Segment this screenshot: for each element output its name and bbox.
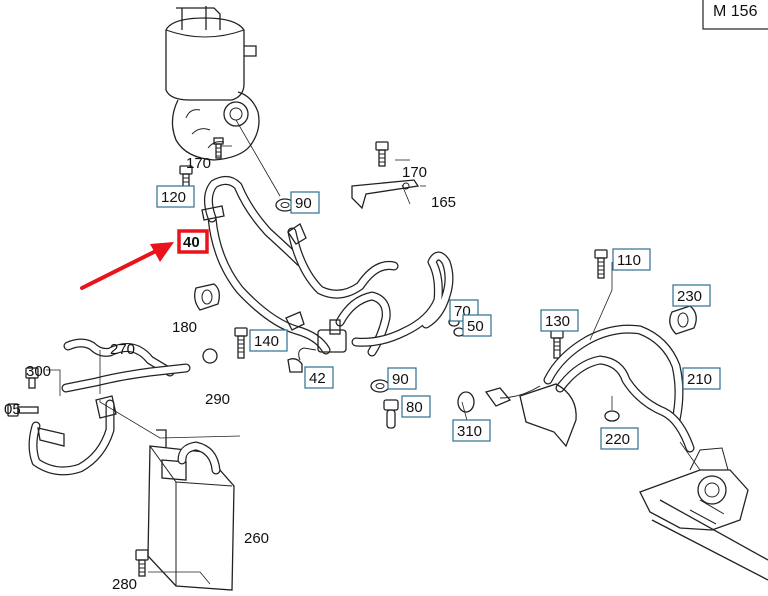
callout-label: 180 bbox=[172, 319, 197, 336]
callout-label: 130 bbox=[545, 313, 570, 330]
hose-210 bbox=[543, 324, 695, 453]
callout-label: 170 bbox=[186, 155, 211, 172]
callout-170: 170 bbox=[402, 164, 427, 181]
callout-label: 05 bbox=[4, 401, 21, 418]
callout-label: 210 bbox=[687, 371, 712, 388]
callout-box bbox=[672, 284, 711, 307]
callout-80: 80 bbox=[401, 395, 431, 418]
callout-label: 220 bbox=[605, 431, 630, 448]
bolt-80 bbox=[383, 399, 399, 429]
callout-box bbox=[452, 419, 491, 442]
pointer-arrow bbox=[80, 242, 174, 290]
oil-cooler-260 bbox=[147, 429, 235, 591]
callout-box bbox=[387, 367, 417, 390]
bolt-110 bbox=[594, 249, 608, 279]
callout-label: 40 bbox=[183, 234, 200, 251]
callout-label: 110 bbox=[617, 252, 641, 269]
callout-label: 80 bbox=[406, 399, 423, 416]
callout-110: 110 bbox=[612, 248, 651, 271]
callout-140: 140 bbox=[249, 329, 288, 352]
bolt-170a bbox=[213, 137, 224, 159]
callout-box bbox=[401, 395, 431, 418]
damper-180 bbox=[194, 283, 220, 311]
callout-270: 270 bbox=[110, 341, 135, 358]
callout-290: 290 bbox=[205, 391, 230, 408]
callout-label: 42 bbox=[309, 370, 326, 387]
callout-label: 260 bbox=[244, 530, 269, 547]
hose-cooler-line bbox=[351, 251, 454, 347]
bracket-310 bbox=[484, 383, 577, 448]
callout-box bbox=[304, 366, 334, 389]
clamp-310 bbox=[457, 391, 475, 413]
callout-40: 40 bbox=[177, 229, 209, 254]
callout-05: 05 bbox=[4, 401, 21, 418]
callout-50: 50 bbox=[462, 314, 492, 337]
diagram-id-box: M 156 bbox=[702, 0, 768, 30]
callout-box bbox=[600, 427, 639, 450]
fitting-cluster bbox=[201, 205, 347, 361]
callout-label: 230 bbox=[677, 288, 702, 305]
callout-label: 165 bbox=[431, 194, 456, 211]
callout-180: 180 bbox=[172, 319, 197, 336]
bolt-300 bbox=[25, 367, 39, 389]
callout-42: 42 bbox=[304, 366, 334, 389]
callout-220: 220 bbox=[600, 427, 639, 450]
bolt-05 bbox=[7, 403, 39, 417]
callout-label: 90 bbox=[392, 371, 409, 388]
callout-label: 170 bbox=[402, 164, 427, 181]
reservoir-pump bbox=[165, 6, 260, 161]
bracket-165 bbox=[351, 179, 420, 210]
callout-170: 170 bbox=[186, 155, 211, 172]
callout-300: 300 bbox=[26, 363, 51, 380]
callout-label: 300 bbox=[26, 363, 51, 380]
steering-gear bbox=[639, 447, 768, 581]
diagram-id: M 156 bbox=[713, 3, 758, 20]
callout-box bbox=[156, 185, 195, 208]
callout-box bbox=[612, 248, 651, 271]
washer-90b bbox=[370, 379, 390, 393]
callout-label: 140 bbox=[254, 333, 279, 350]
callout-box bbox=[249, 329, 288, 352]
leader-lines bbox=[46, 119, 701, 585]
bolt-170b bbox=[375, 141, 389, 167]
callout-box bbox=[177, 229, 209, 254]
callout-box bbox=[462, 314, 492, 337]
bolt-140 bbox=[234, 327, 248, 359]
callout-label: 290 bbox=[205, 391, 230, 408]
callout-280: 280 bbox=[112, 576, 137, 593]
callout-box bbox=[540, 309, 579, 332]
callout-120: 120 bbox=[156, 185, 195, 208]
bolt-280 bbox=[135, 549, 149, 577]
hose-pressure bbox=[287, 227, 399, 357]
callout-label: 280 bbox=[112, 576, 137, 593]
callout-165: 165 bbox=[431, 194, 456, 211]
callout-label: 270 bbox=[110, 341, 135, 358]
callout-260: 260 bbox=[244, 530, 269, 547]
cooler-lines-270 bbox=[28, 338, 191, 476]
callout-90: 90 bbox=[290, 191, 320, 214]
callout-box bbox=[682, 367, 721, 390]
bolt-130 bbox=[550, 329, 564, 359]
callout-210: 210 bbox=[682, 367, 721, 390]
clamp-42 bbox=[287, 358, 303, 373]
callout-label: 50 bbox=[467, 318, 484, 335]
clamp-290 bbox=[202, 348, 218, 364]
callout-box bbox=[290, 191, 320, 214]
callout-label: 310 bbox=[457, 423, 482, 440]
callout-label: 120 bbox=[161, 189, 186, 206]
callout-230: 230 bbox=[672, 284, 711, 307]
callout-310: 310 bbox=[452, 419, 491, 442]
callout-90: 90 bbox=[387, 367, 417, 390]
hose-40-return bbox=[204, 176, 331, 355]
damper-230 bbox=[669, 305, 697, 335]
callout-130: 130 bbox=[540, 309, 579, 332]
callout-label: 90 bbox=[295, 195, 312, 212]
washer-220 bbox=[604, 410, 620, 422]
